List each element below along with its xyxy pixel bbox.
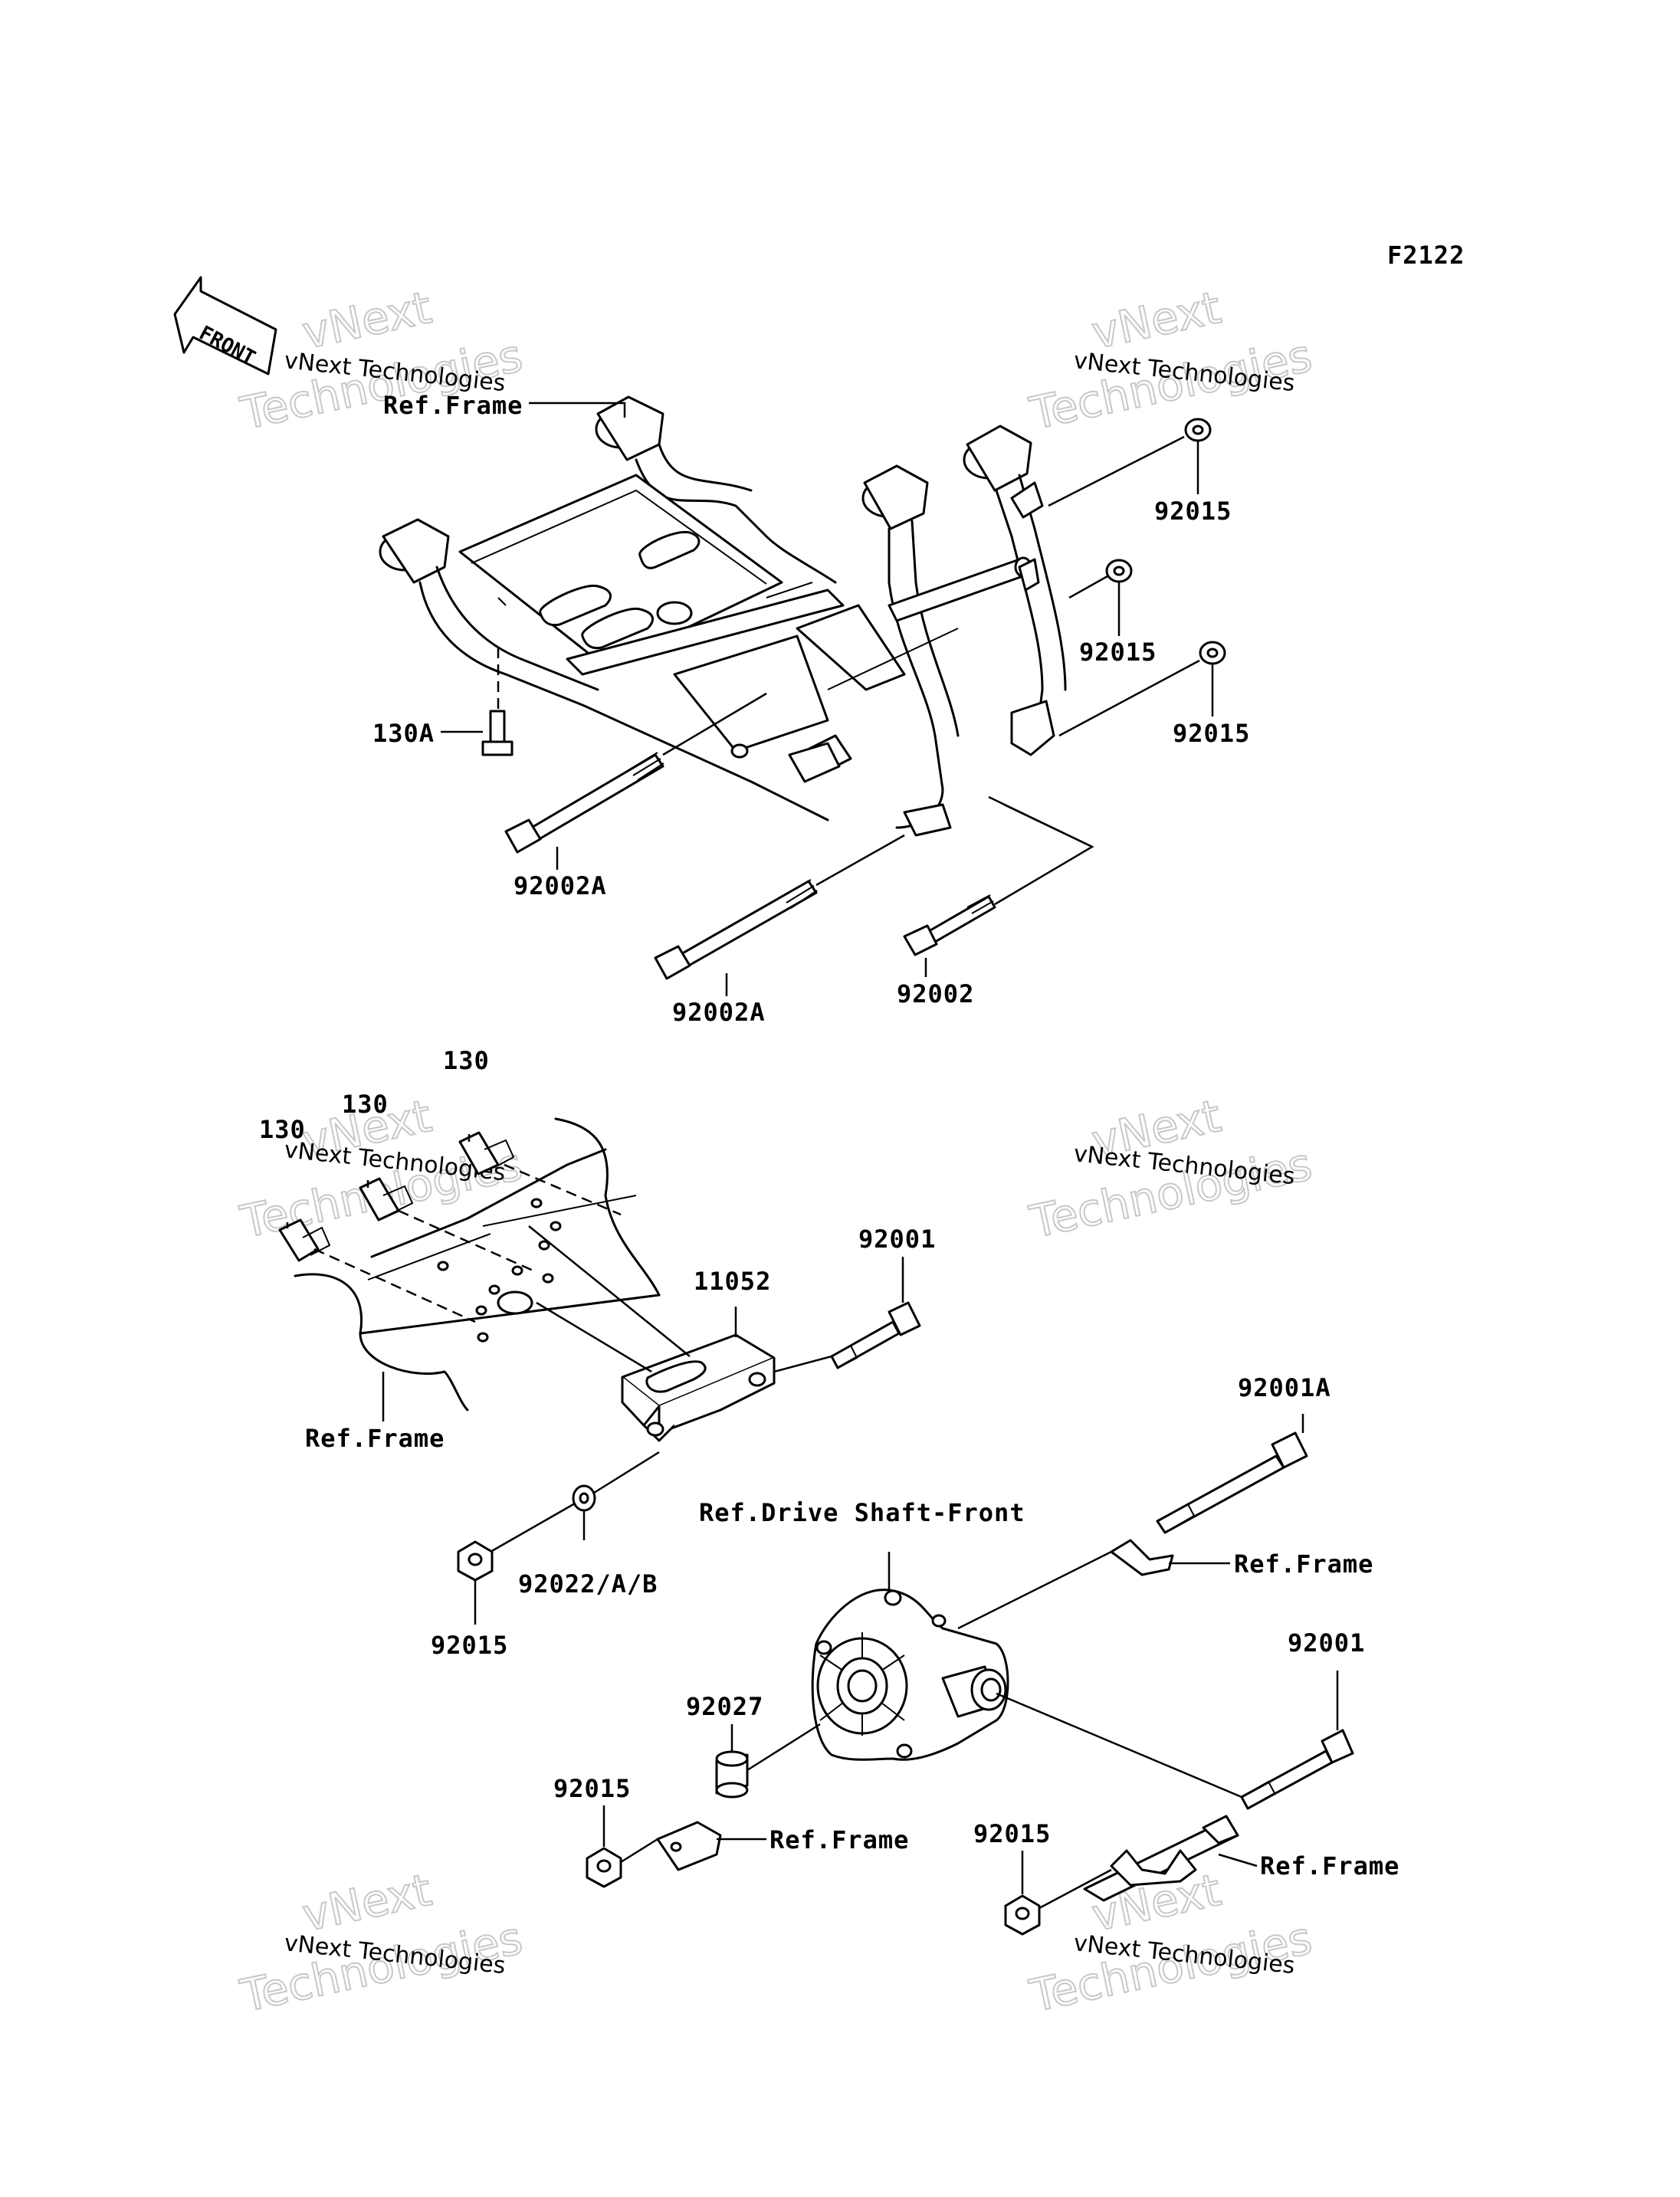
- watermark-bottom-left: vNext Technologies vNext Technologies: [235, 1863, 528, 2023]
- label-92001A: 92001A: [1238, 1373, 1331, 1402]
- label-92015-b: 92015: [1079, 638, 1157, 667]
- bolt-92001-a-icon: [830, 1301, 921, 1369]
- label-92015-c: 92015: [1173, 719, 1250, 748]
- bracket-ref-frame-low-icon: [656, 1821, 722, 1871]
- front-arrow-icon: FRONT: [173, 276, 277, 375]
- figure-code: F2122: [1387, 241, 1465, 270]
- label-92015-f: 92015: [973, 1819, 1051, 1848]
- label-130-b: 130: [342, 1090, 389, 1119]
- watermark-brand: vNext: [298, 281, 436, 359]
- label-92015-d: 92015: [431, 1631, 508, 1660]
- nut-92015-b-icon: [1105, 559, 1133, 583]
- label-ref-frame-r1: Ref.Frame: [1234, 1549, 1373, 1579]
- label-130-c: 130: [259, 1115, 306, 1144]
- differential-drawing: [811, 1589, 1009, 1761]
- label-92002A-a: 92002A: [514, 871, 607, 900]
- leaders-top: [441, 402, 1214, 996]
- label-ref-frame-r2: Ref.Frame: [1260, 1851, 1399, 1881]
- bolt-130A-icon: [481, 710, 514, 756]
- bolt-130-c-icon: [278, 1218, 331, 1262]
- label-11052: 11052: [694, 1267, 771, 1296]
- label-92015-e: 92015: [553, 1774, 631, 1803]
- label-130A: 130A: [372, 719, 435, 748]
- watermark-top-right: vNext Technologies vNext Technologies: [1025, 280, 1317, 441]
- bracket-ref-frame-r2-icon: [1083, 1815, 1239, 1902]
- leaders-bottom: [602, 1414, 1339, 1910]
- label-92001-a: 92001: [858, 1225, 936, 1254]
- bolt-92002-icon: [903, 894, 996, 956]
- nut-92015-d-icon: [457, 1540, 494, 1582]
- bracket-11052-icon: [621, 1333, 776, 1442]
- label-92001-b: 92001: [1288, 1628, 1365, 1658]
- label-92022: 92022/A/B: [518, 1569, 658, 1599]
- watermark-mid-right: vNext Technologies vNext Technologies: [1025, 1089, 1317, 1249]
- bolt-92001-b-icon: [1240, 1729, 1354, 1810]
- nut-92015-e-icon: [586, 1847, 622, 1888]
- spacer-92027-icon: [715, 1750, 749, 1799]
- label-ref-frame-top: Ref.Frame: [383, 391, 523, 420]
- bolt-92002A-b-icon: [654, 879, 818, 980]
- watermark-brand: vNext: [1088, 281, 1226, 359]
- label-ref-frame-low: Ref.Frame: [769, 1825, 909, 1854]
- nut-92015-f-icon: [1004, 1894, 1041, 1936]
- watermark-bottom-right: vNext Technologies vNext Technologies: [1025, 1863, 1317, 2023]
- label-92015-a: 92015: [1154, 497, 1232, 526]
- label-92002A-b: 92002A: [672, 998, 766, 1027]
- watermark-brand: vNext: [298, 1864, 436, 1942]
- washer-92022-icon: [572, 1484, 596, 1512]
- label-92002: 92002: [897, 979, 974, 1008]
- bolt-130-a-icon: [458, 1131, 515, 1176]
- nut-92015-a-icon: [1184, 418, 1212, 442]
- frame-drawing: [379, 395, 1067, 837]
- nut-92015-c-icon: [1199, 641, 1226, 665]
- frame-rail-drawing: [294, 1117, 661, 1412]
- label-130-a: 130: [443, 1046, 490, 1075]
- label-92027: 92027: [686, 1692, 763, 1721]
- bolt-92001A-icon: [1156, 1431, 1308, 1534]
- bolt-92002A-a-icon: [504, 752, 664, 854]
- label-ref-frame-mid: Ref.Frame: [305, 1424, 445, 1453]
- leaders-mid: [286, 1134, 904, 1625]
- label-ref-drive-shaft: Ref.Drive Shaft-Front: [699, 1498, 1025, 1527]
- bracket-ref-frame-r1-icon: [1110, 1539, 1174, 1576]
